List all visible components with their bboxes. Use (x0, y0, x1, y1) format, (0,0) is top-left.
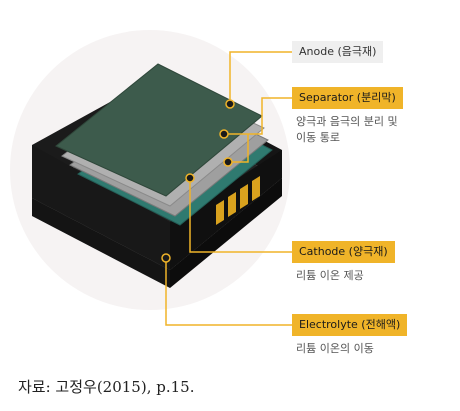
electrolyte-callout-line (165, 258, 292, 326)
anode-label: Anode (음극재) (292, 41, 384, 63)
battery-contacts (216, 176, 260, 225)
electrolyte-label: Electrolyte (전해액) (292, 314, 408, 336)
separator-callout-line-2 (228, 134, 249, 163)
separator-label: Separator (분리막) (292, 87, 403, 109)
callout-dots (161, 99, 235, 263)
cathode-callout-line (189, 178, 292, 253)
separator-callout-line (224, 97, 292, 135)
electrolyte-description: 리튬 이온의 이동 (296, 342, 374, 355)
separator-description: 양극과 음극의 분리 및 이동 통로 (296, 115, 398, 144)
cathode-description: 리튬 이온 제공 (296, 269, 364, 282)
cathode-label: Cathode (양극재) (292, 241, 395, 263)
callout-lines (165, 51, 292, 326)
anode-callout-line (229, 51, 292, 104)
source-caption: 자료: 고정우(2015), p.15. (18, 378, 195, 396)
